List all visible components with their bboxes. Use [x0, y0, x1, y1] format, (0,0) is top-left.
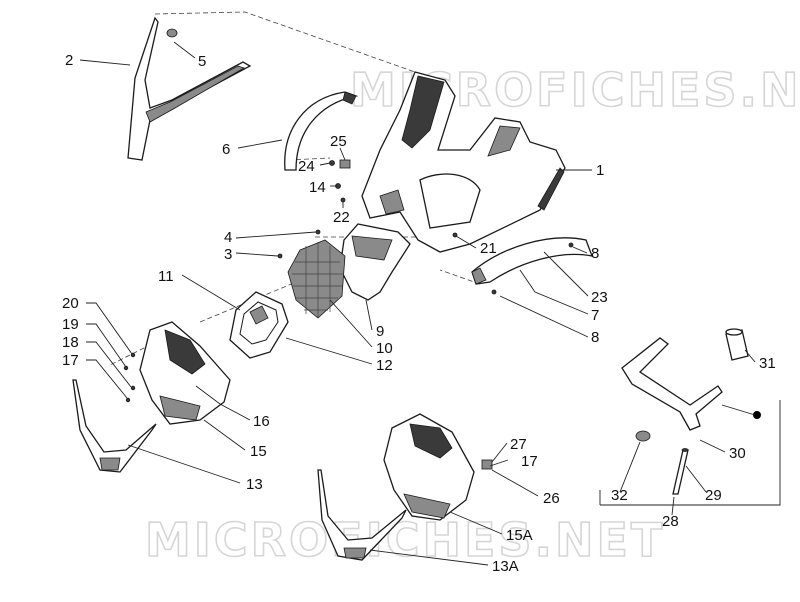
part-22-screw [340, 197, 346, 203]
part-4-screw [315, 229, 321, 235]
part-1-front-body [361, 71, 566, 253]
callout-13A: 13A [492, 558, 519, 575]
part-17-screw [125, 397, 131, 403]
callout-14: 14 [309, 179, 326, 196]
callout-10: 10 [376, 340, 393, 357]
callout-12: 12 [376, 357, 393, 374]
callout-26: 26 [543, 490, 560, 507]
callout-22: 22 [333, 209, 350, 226]
callout-8-lower: 8 [591, 329, 599, 346]
part-9-inner-frame [339, 223, 411, 301]
part-13A-lower-trim [317, 469, 407, 561]
bracket-assembly-box [599, 400, 781, 506]
callout-labels: 2 5 6 25 24 14 22 1 4 3 21 11 8 23 7 8 9… [62, 52, 776, 575]
watermark-bottom: MICROFICHES.NET [145, 513, 665, 567]
part-26-bracket [481, 459, 493, 470]
part-12-badge-frame [229, 291, 289, 359]
part-3-screw [277, 253, 283, 259]
callout-15A: 15A [506, 527, 533, 544]
part-13-lower-trim [72, 379, 157, 473]
callout-32: 32 [611, 487, 628, 504]
callout-8-upper: 8 [591, 245, 599, 262]
callout-21: 21 [480, 240, 497, 257]
callout-31: 31 [759, 355, 776, 372]
part-18-screw [130, 385, 136, 391]
part-24-screw [329, 160, 335, 166]
callout-18: 18 [62, 334, 79, 351]
callout-1: 1 [596, 162, 604, 179]
callout-29: 29 [705, 487, 722, 504]
part-32-grommet [635, 430, 651, 442]
callout-19: 19 [62, 316, 79, 333]
part-10-grille [287, 239, 346, 319]
callout-27: 27 [510, 436, 527, 453]
part-15-lower-shield [139, 321, 231, 425]
callout-13: 13 [246, 476, 263, 493]
part-29-pin [672, 448, 689, 495]
callout-17-left: 17 [62, 352, 79, 369]
callout-7: 7 [591, 307, 599, 324]
callout-15: 15 [250, 443, 267, 460]
part-6-upper-trim [284, 91, 359, 171]
callout-23: 23 [591, 289, 608, 306]
part-5-nut [166, 28, 178, 38]
part-marker-dot [753, 411, 761, 419]
callout-24: 24 [298, 158, 315, 175]
leader-lines [79, 41, 756, 566]
part-7-side-trim [471, 237, 594, 285]
callout-5: 5 [198, 53, 206, 70]
callout-20: 20 [62, 295, 79, 312]
callout-30: 30 [729, 445, 746, 462]
part-8-screw-lower [491, 289, 497, 295]
part-19-screw [123, 365, 129, 371]
part-20-screw [130, 352, 136, 358]
callout-3: 3 [224, 246, 232, 263]
callout-6: 6 [222, 141, 230, 158]
callout-4: 4 [224, 229, 232, 246]
callout-17-right: 17 [521, 453, 538, 470]
part-30-bracket [621, 337, 723, 431]
part-25-clip [339, 159, 351, 169]
callout-11: 11 [158, 268, 174, 285]
callout-25: 25 [330, 133, 347, 150]
callout-2: 2 [65, 52, 73, 69]
callout-16: 16 [253, 413, 270, 430]
part-15A-lower-shield [383, 413, 475, 521]
callout-9: 9 [376, 323, 384, 340]
part-31-spacer [725, 328, 749, 361]
part-8-screw-upper [568, 242, 574, 248]
callout-28: 28 [662, 513, 679, 530]
part-2-front-trim [127, 16, 252, 161]
